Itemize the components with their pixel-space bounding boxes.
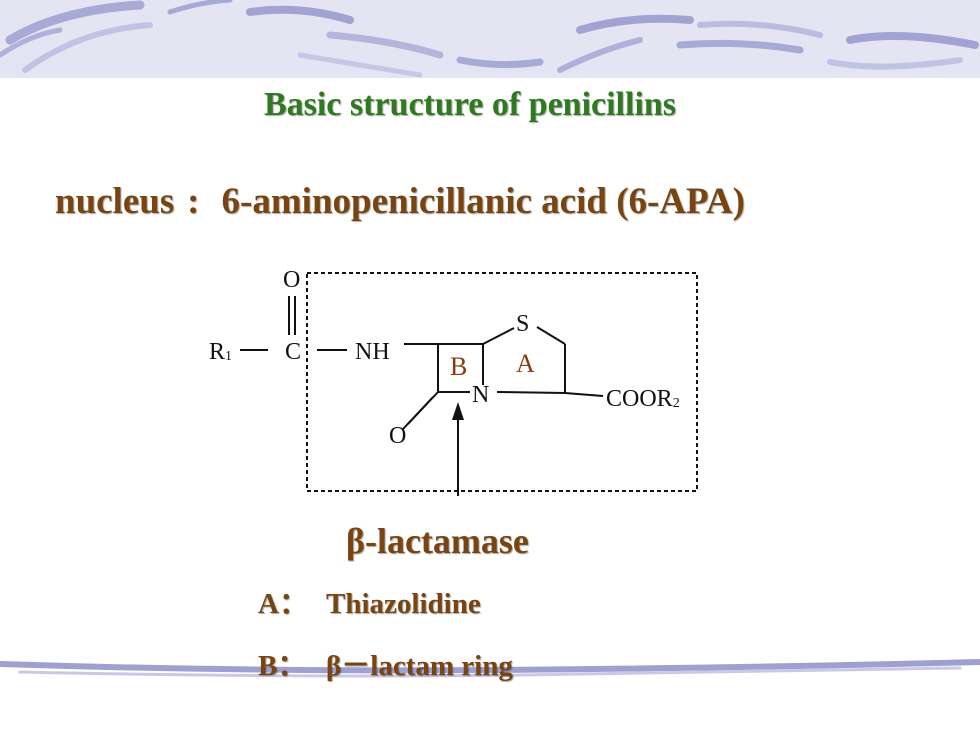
- atom-carbonyl-oxygen: O: [283, 267, 300, 293]
- atom-carboxyl: COOR2: [606, 386, 680, 412]
- ring-a-key: A：: [258, 588, 308, 620]
- ring-b-text: β－lactam ring: [326, 650, 513, 682]
- 6-apa-dashed-box: [306, 272, 698, 492]
- atom-lactam-oxygen: O: [389, 423, 406, 449]
- nucleus-name: 6-aminopenicillanic acid (6-APA): [221, 181, 745, 222]
- ring-a-definition: A： Thiazolidine: [258, 580, 481, 622]
- atom-carbonyl-carbon: C: [285, 339, 301, 365]
- ring-label-b: B: [450, 352, 467, 381]
- atom-amide-nh: NH: [355, 339, 390, 365]
- brush-stroke-bottom: [0, 659, 980, 678]
- atom-r1: R1: [209, 339, 232, 365]
- atom-labels: R1 C O NH S N O COOR2 B A: [209, 267, 680, 449]
- atom-nitrogen: N: [472, 382, 489, 408]
- arrow-head: [452, 402, 464, 420]
- atom-sulfur: S: [516, 311, 529, 337]
- nucleus-line: nucleus: 6-aminopenicillanic acid (6-APA…: [55, 180, 745, 223]
- bonds: [240, 296, 604, 496]
- ring-a-text: Thiazolidine: [326, 588, 481, 620]
- ring-label-a: A: [516, 349, 535, 378]
- nucleus-separator: :: [187, 181, 200, 222]
- beta-lactamase-label: β-lactamase: [346, 521, 529, 561]
- nucleus-label: nucleus: [55, 181, 175, 222]
- ring-b-definition: B： β－lactam ring: [258, 642, 513, 684]
- brush-strokes-top: [0, 0, 979, 78]
- slide-title: Basic structure of penicillins: [263, 86, 677, 123]
- ring-b-key: B：: [258, 650, 307, 682]
